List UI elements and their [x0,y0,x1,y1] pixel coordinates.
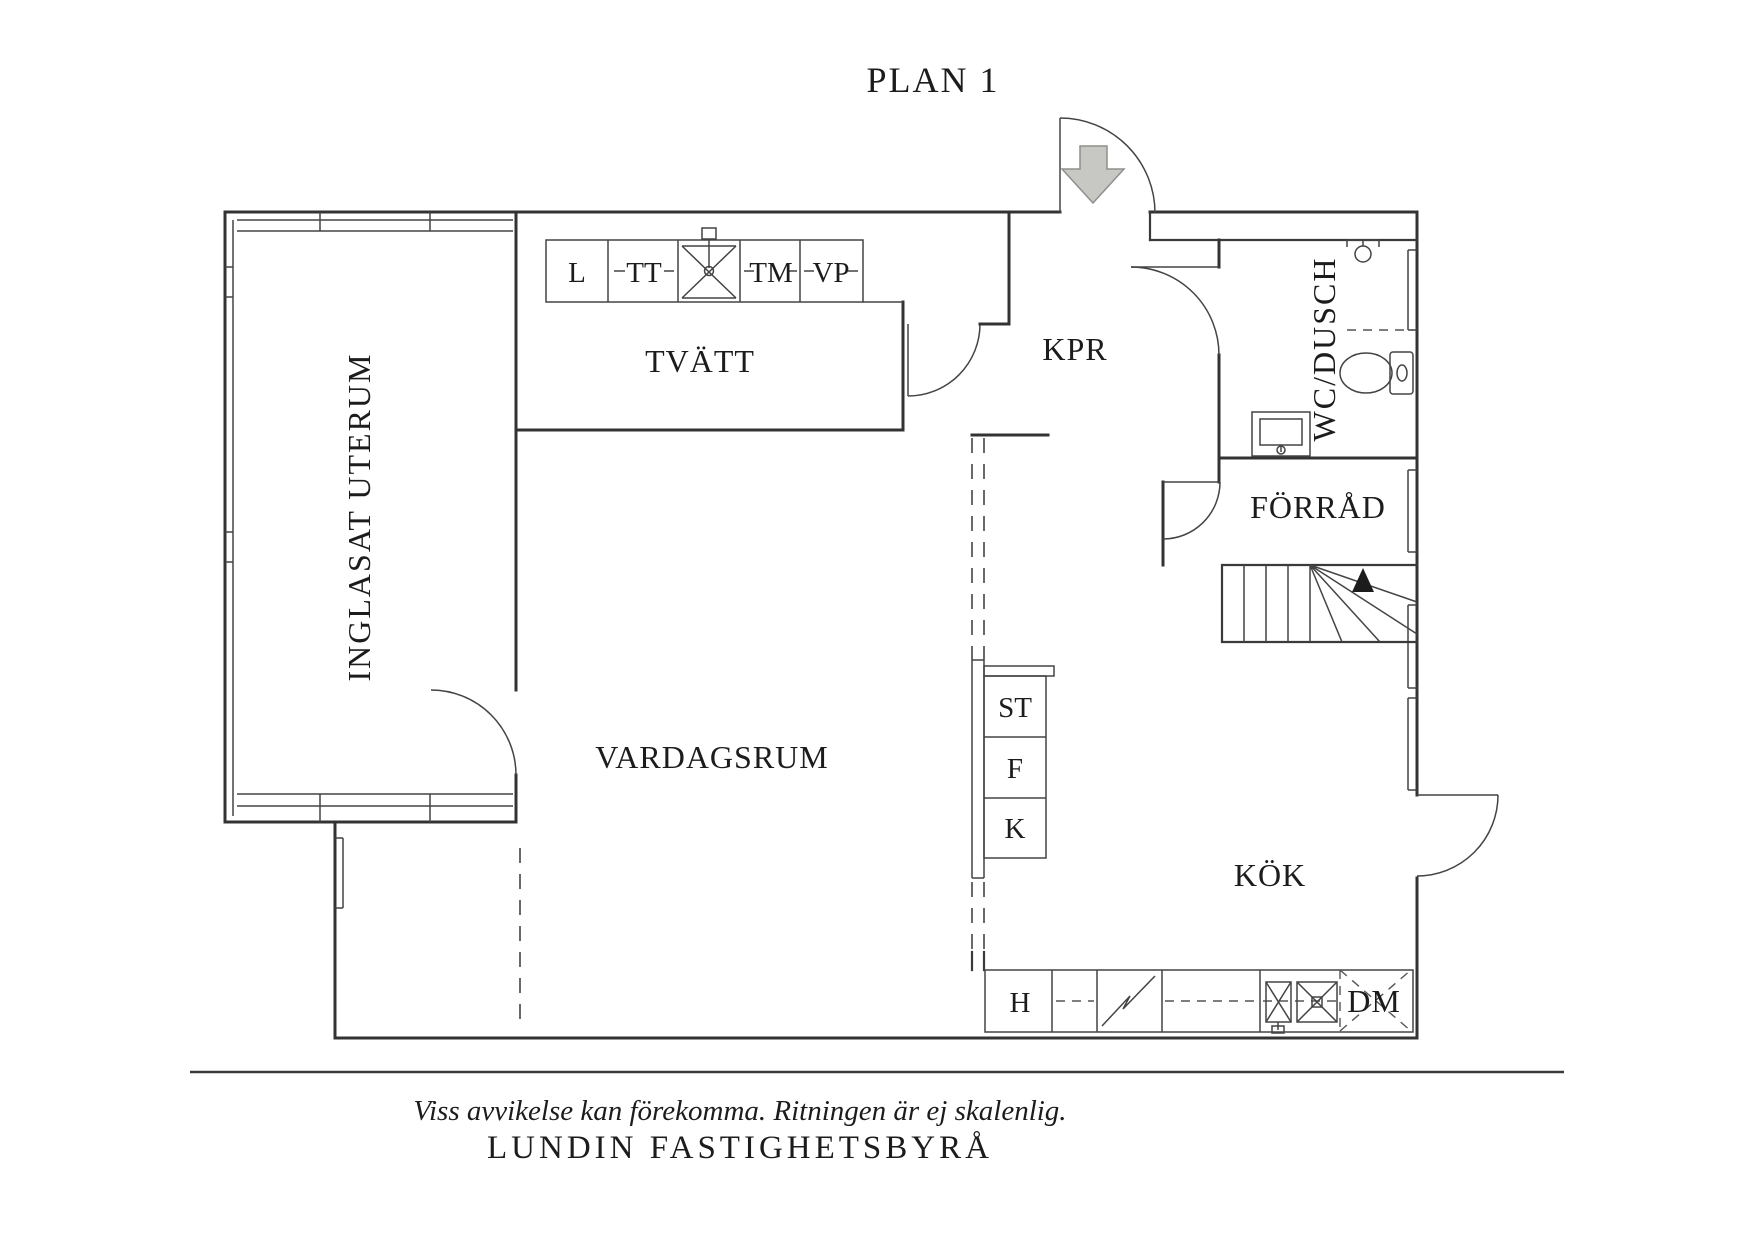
page-title: PLAN 1 [866,60,999,100]
tvatt-door [907,323,981,397]
room-inglasat-uterum: INGLASAT UTERUM [223,210,518,824]
kitchen-exterior-door [1416,794,1499,877]
room-label-tvatt: TVÄTT [645,343,755,379]
room-label-forrad: FÖRRÅD [1250,489,1386,525]
cabinet-label-f: F [1007,753,1023,785]
counter-label-dm: DM [1347,983,1401,1019]
kitchen-sink-icon [1265,981,1338,1034]
appliance-label-tm: TM [749,257,793,289]
room-label-vardagsrum: VARDAGSRUM [595,739,828,775]
hob-icon [1101,975,1156,1027]
window-markers-right-wall [1407,249,1417,791]
kitchen-counter: H DM [984,969,1414,1034]
footer: Viss avvikelse kan förekomma. Ritningen … [190,1070,1564,1166]
entrance-door [1059,117,1156,242]
staircase [1220,563,1419,644]
outer-walls [223,210,1419,1040]
counter-label-h: H [1010,987,1031,1019]
room-wc-dusch: WC/DUSCH [1130,238,1419,460]
room-forrad: FÖRRÅD [1161,456,1386,567]
appliance-label-tt: TT [626,257,662,289]
cabinet-column: ST F K [983,665,1055,859]
entrance-arrow-icon [1060,145,1126,205]
footer-disclaimer: Viss avvikelse kan förekomma. Ritningen … [413,1095,1066,1127]
stairs-up-arrow-icon [1352,568,1374,592]
laundry-sink-icon [681,227,737,299]
shower-icon [1346,239,1380,263]
room-tvatt: L TT TM VP TVÄTT [514,227,1011,432]
room-label-inglasat-uterum: INGLASAT UTERUM [341,353,377,682]
appliance-label-vp: VP [812,257,849,289]
room-kpr: KPR [970,210,1107,437]
cabinet-label-st: ST [998,692,1032,724]
wc-sink-icon [1251,411,1311,457]
room-label-kpr: KPR [1042,331,1107,367]
dishwasher-marker: DM [1339,969,1412,1032]
room-label-wc-dusch: WC/DUSCH [1306,257,1342,442]
window-marker-lower-left [335,837,521,1025]
cabinet-label-k: K [1005,813,1026,845]
room-label-kok: KÖK [1234,857,1306,893]
appliance-label-l: L [568,257,586,289]
footer-brand: LUNDIN FASTIGHETSBYRÅ [487,1129,993,1166]
toilet-icon [1339,351,1414,395]
open-plan-boundary [970,438,986,972]
